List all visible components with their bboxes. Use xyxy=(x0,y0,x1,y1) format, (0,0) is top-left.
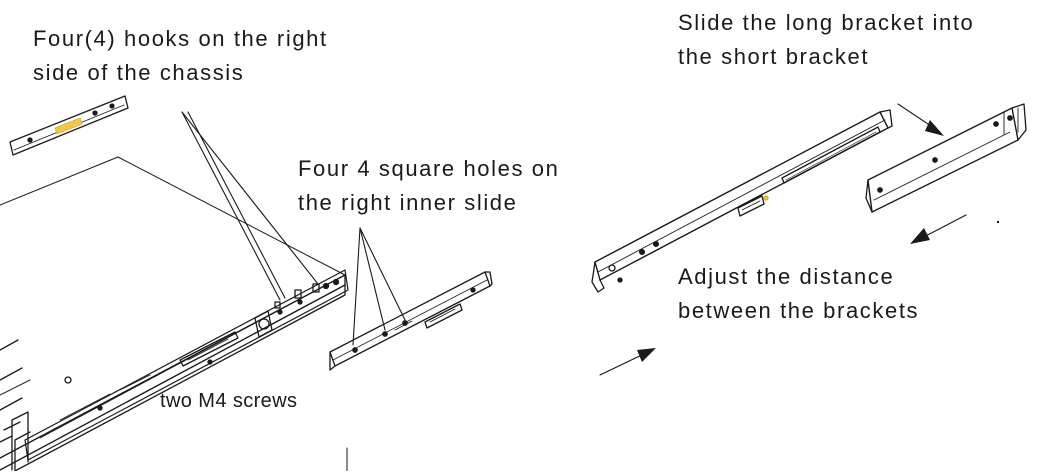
adjust-label-line1: Adjust the distance xyxy=(678,264,895,289)
arrow-adjust-right xyxy=(600,348,656,375)
square-holes-label: Four 4 square holes on the right inner s… xyxy=(298,152,559,220)
inner-slide xyxy=(330,272,492,370)
long-bracket xyxy=(592,110,892,292)
hooks-leader-lines xyxy=(182,112,318,300)
screws-label-line1: two M4 screws xyxy=(160,390,298,412)
adjust-distance-label: Adjust the distance between the brackets xyxy=(678,260,919,328)
square-label-line2: the right inner slide xyxy=(298,190,518,215)
chassis xyxy=(0,157,348,471)
screws-label: two M4 screws xyxy=(160,384,297,418)
upper-rail-fragment xyxy=(10,96,128,155)
short-bracket xyxy=(866,104,1026,212)
hooks-label: Four(4) hooks on the right side of the c… xyxy=(33,22,328,90)
adjust-label-line2: between the brackets xyxy=(678,298,920,323)
square-holes-leader-lines xyxy=(353,228,405,345)
slide-label-line2: the short bracket xyxy=(678,44,870,69)
slide-label-line1: Slide the long bracket into xyxy=(678,10,975,35)
square-label-line1: Four 4 square holes on xyxy=(298,156,560,181)
arrow-slide-direction xyxy=(898,104,944,136)
dot-mark xyxy=(996,220,1000,224)
hooks-label-line1: Four(4) hooks on the right xyxy=(33,26,328,51)
slide-bracket-label: Slide the long bracket into the short br… xyxy=(678,6,974,74)
arrow-adjust-left xyxy=(910,215,966,244)
hooks-label-line2: side of the chassis xyxy=(33,60,245,85)
